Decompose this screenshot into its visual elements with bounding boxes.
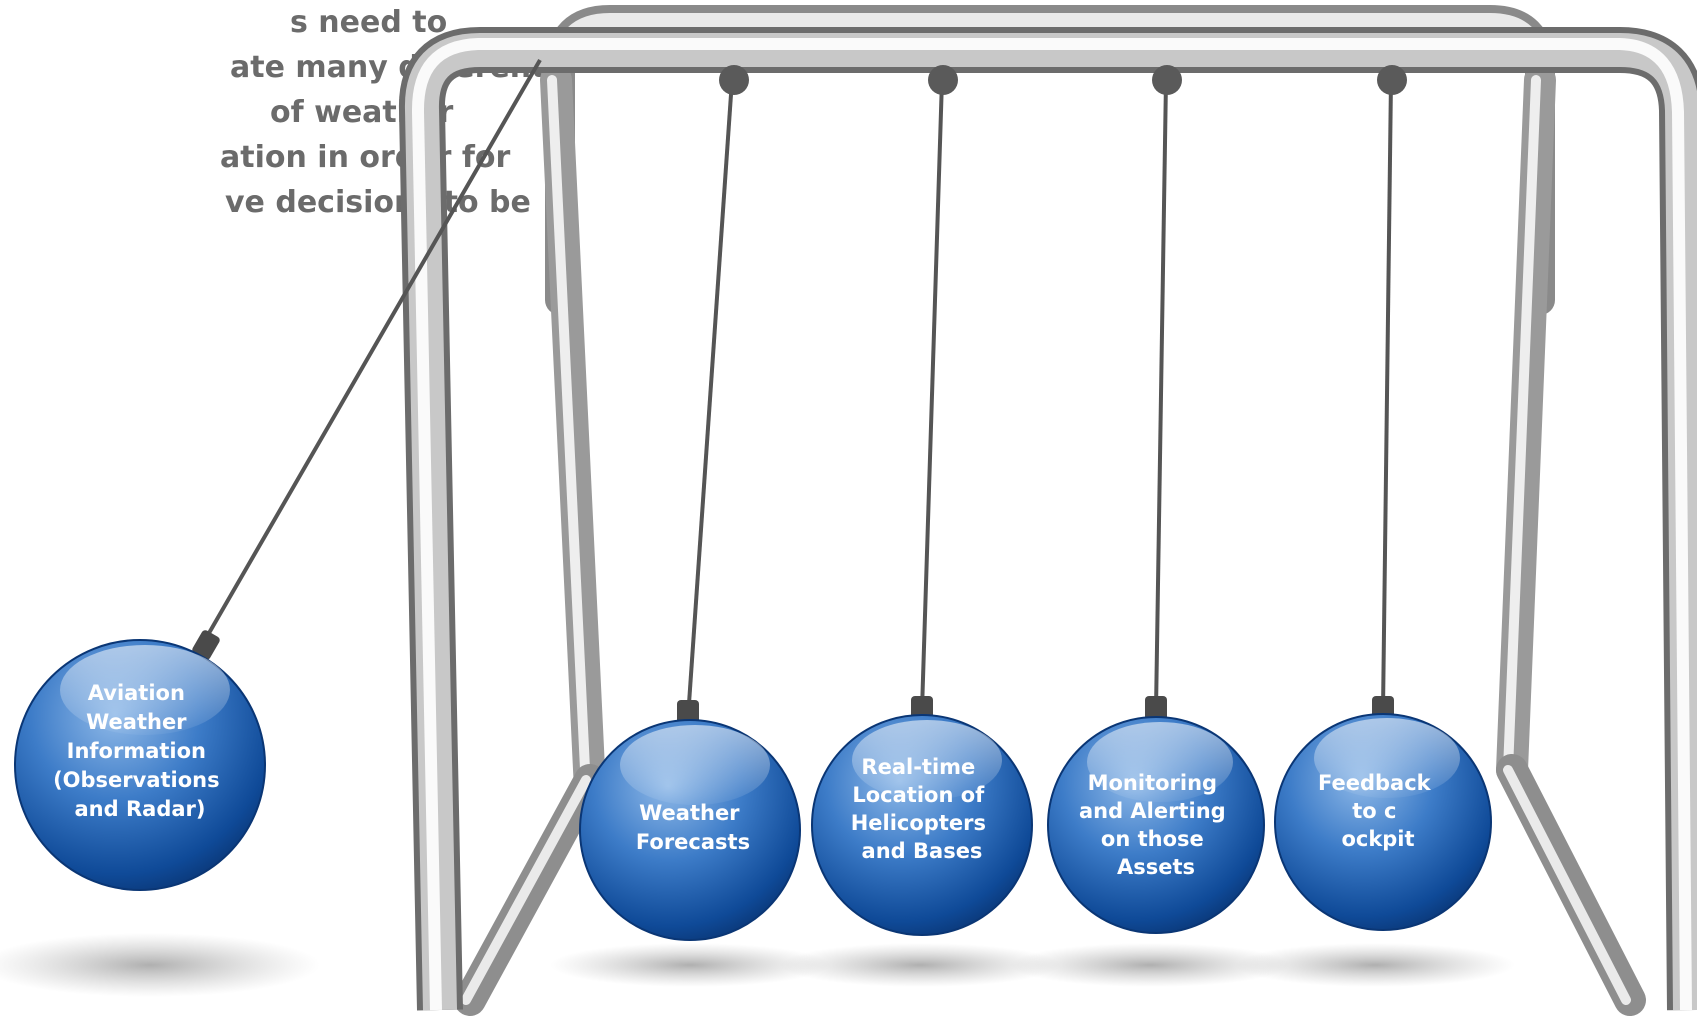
ball-monitoring-and-alerting: Monitoring and Alerting on those Assets xyxy=(1047,696,1265,934)
pendulum-strings xyxy=(203,58,1393,719)
ball-cap xyxy=(1145,696,1167,722)
ball-highlight xyxy=(852,720,1002,800)
ball-cap xyxy=(192,630,220,660)
ball-label: Weather Forecasts xyxy=(636,801,750,854)
ball-shadow xyxy=(1010,943,1290,987)
cradle-base-rails xyxy=(454,754,1646,1016)
string-real-time-location xyxy=(920,79,944,711)
string-attachments xyxy=(719,65,1407,95)
ball-real-time-location: Real-time Location of Helicopters and Ba… xyxy=(811,696,1033,936)
string-weather-forecasts xyxy=(686,79,734,719)
ball-highlight xyxy=(1087,722,1233,802)
intro-line: s need to xyxy=(290,5,447,40)
ball-feedback-to-cockpit: Feedback to c ockpit xyxy=(1274,696,1492,931)
ball-label: Real-time Location of Helicopters and Ba… xyxy=(851,755,994,863)
ball-shadow xyxy=(550,943,830,987)
string-aviation-weather xyxy=(203,58,542,642)
attachment-knob xyxy=(1152,65,1182,95)
ball-label: Aviation Weather Information (Observatio… xyxy=(53,681,227,821)
attachment-knob xyxy=(928,65,958,95)
ball-shadow xyxy=(1235,943,1515,987)
ball-shadow xyxy=(780,943,1060,987)
ball-label: Feedback to c ockpit xyxy=(1318,771,1438,851)
ball-shadow xyxy=(0,933,320,997)
ball-label: Monitoring and Alerting on those Assets xyxy=(1079,771,1233,879)
string-feedback-cockpit xyxy=(1381,79,1393,711)
attachment-knob xyxy=(1377,65,1407,95)
ground-shadows xyxy=(0,933,1515,997)
ball-weather-forecasts: Weather Forecasts xyxy=(579,700,801,941)
attachment-knob xyxy=(719,65,749,95)
ball-highlight xyxy=(60,645,230,735)
intro-line: ation in order for xyxy=(220,140,510,175)
intro-line: ve decisions to be xyxy=(225,185,531,220)
ball-highlight xyxy=(1314,718,1460,798)
ball-highlight xyxy=(620,725,770,805)
ball-aviation-weather-information: Aviation Weather Information (Observatio… xyxy=(14,630,266,891)
cradle-frame-front xyxy=(398,27,1697,1011)
string-monitoring-alerting xyxy=(1154,79,1168,711)
